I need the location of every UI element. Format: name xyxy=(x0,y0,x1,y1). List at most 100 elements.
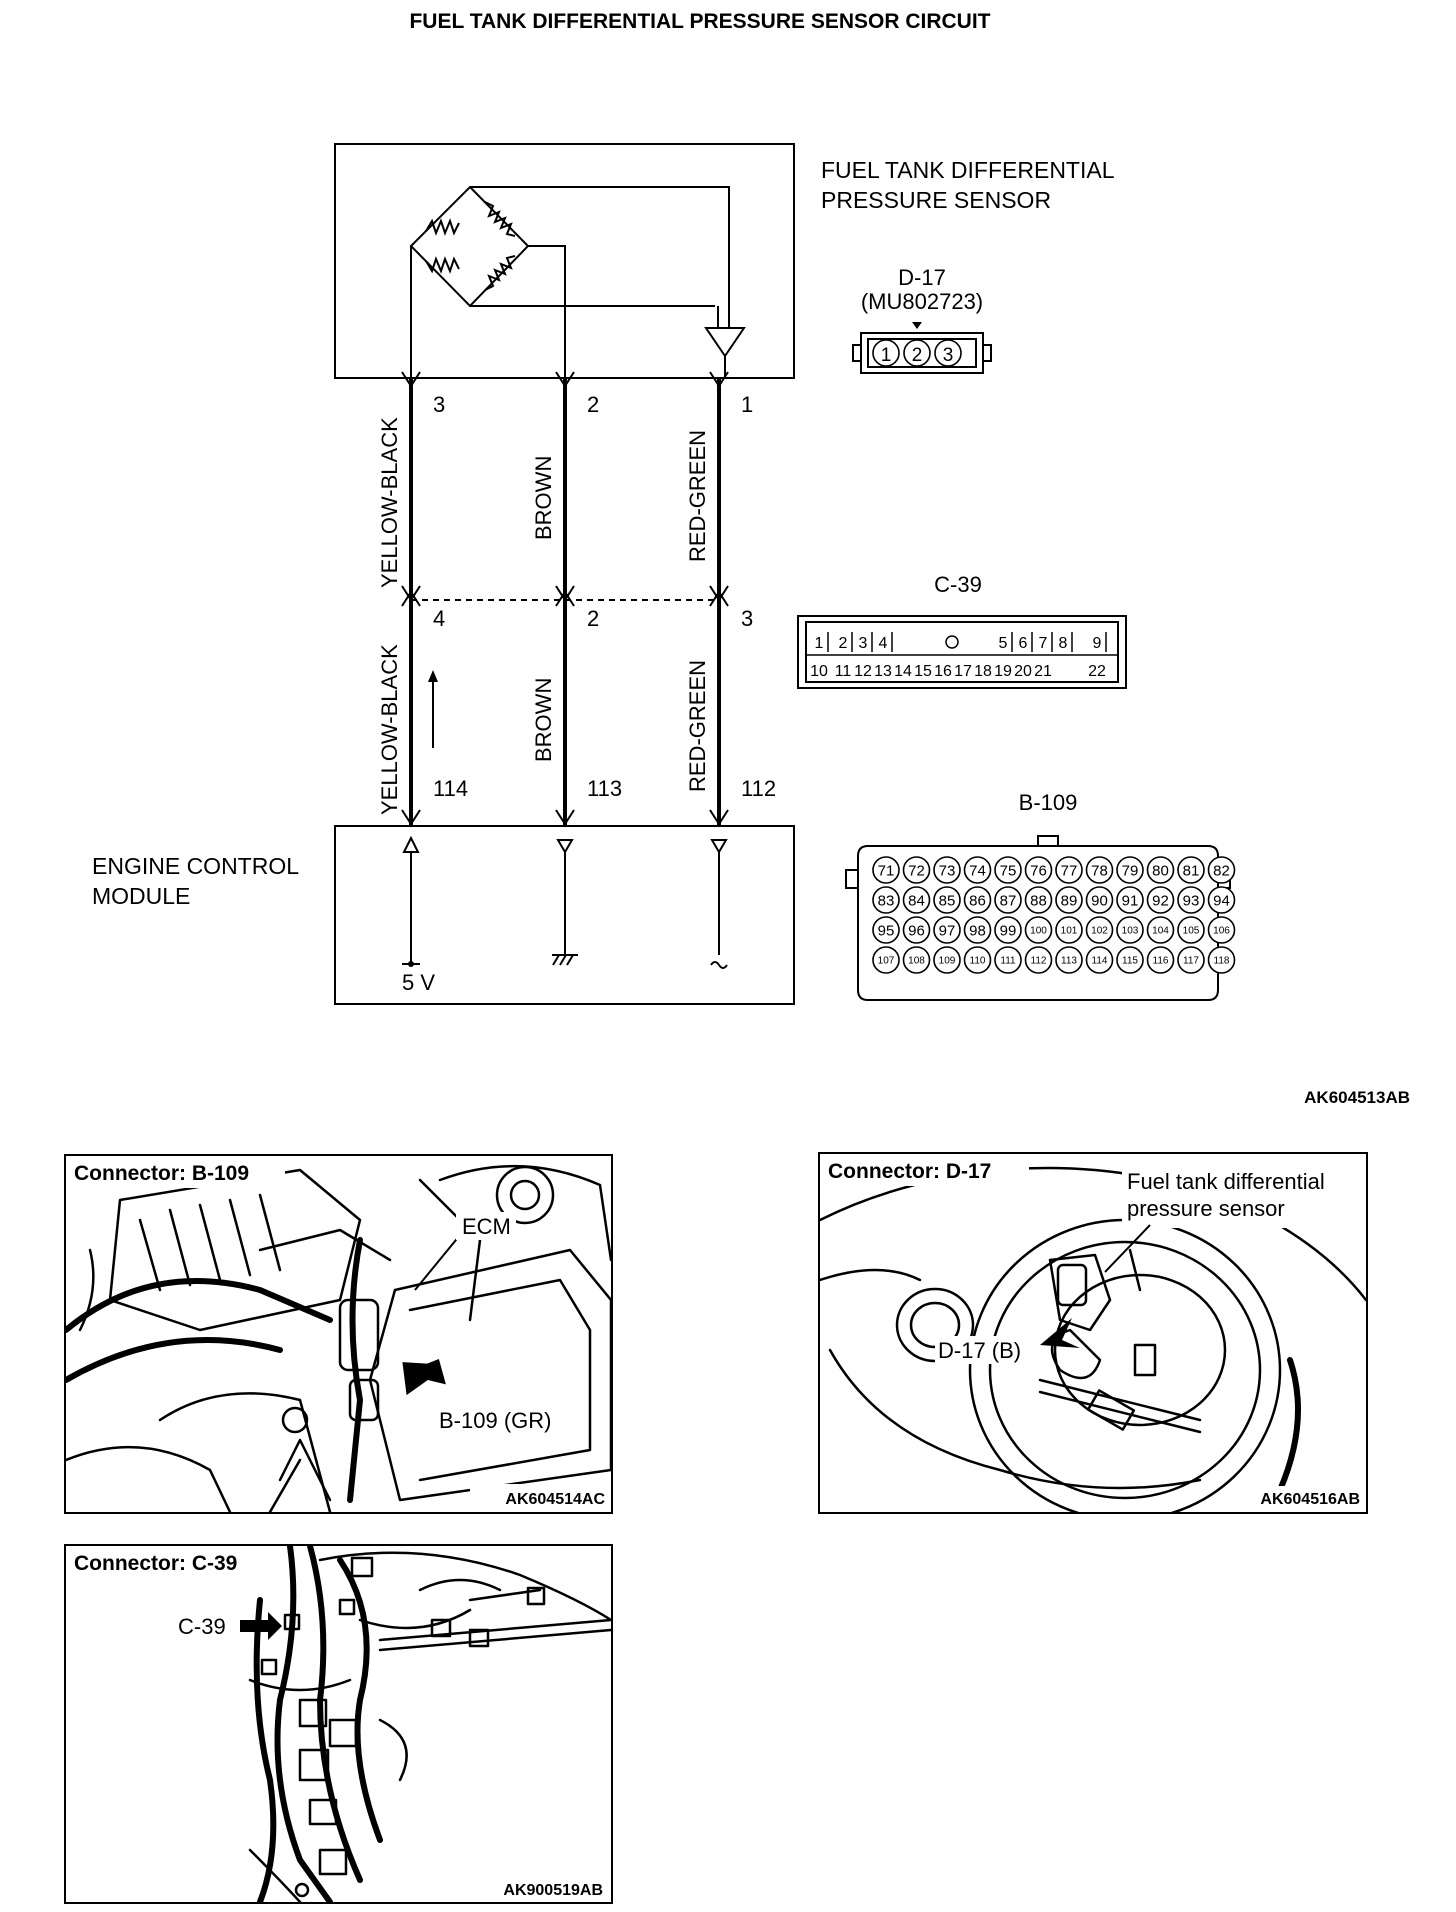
b109-pin xyxy=(1024,916,1053,944)
b109-pin-label: 71 xyxy=(878,862,895,879)
c39-key-hole xyxy=(945,635,959,649)
d17-pin: 3 xyxy=(943,345,954,366)
b109-pin-label: 95 xyxy=(878,922,895,939)
b109-pin xyxy=(1055,916,1083,944)
sensor-pin-number: 1 xyxy=(741,392,753,417)
diagram-code: AK604513AB xyxy=(1304,1088,1410,1107)
b109-pin-label: 109 xyxy=(939,956,956,967)
b109-pin-label: 100 xyxy=(1030,926,1047,937)
photo-c39-code: AK900519AB xyxy=(503,1882,603,1899)
b109-pin-label: 97 xyxy=(939,922,956,939)
c39-pin-label: 10 xyxy=(810,663,828,680)
c39-pin-label: 11 xyxy=(835,663,852,680)
c39-pin-number: 4 xyxy=(433,606,445,631)
b109-pin xyxy=(1146,916,1175,944)
b109-pin xyxy=(1177,886,1205,914)
b109-pin-label: 101 xyxy=(1061,926,1078,937)
c39-pin-label: 13 xyxy=(874,663,892,680)
wire-color-label: RED-GREEN xyxy=(685,430,710,562)
c39-pin-label: 5 xyxy=(999,635,1008,652)
b109-pin xyxy=(933,946,961,974)
sensor-label: PRESSURE SENSOR xyxy=(821,187,1051,213)
c39-pin-label: 4 xyxy=(879,635,888,652)
c39-pin-label: 14 xyxy=(894,663,912,680)
sensor-label: FUEL TANK DIFFERENTIAL xyxy=(821,157,1115,183)
photo-panel-c39 xyxy=(64,1544,613,1904)
ecm-pin-number: 114 xyxy=(433,776,468,801)
b109-pin-label: 98 xyxy=(969,922,986,939)
b109-pin xyxy=(994,886,1022,914)
ecm-label: MODULE xyxy=(92,883,190,909)
b109-pin xyxy=(994,916,1022,944)
b109-pin-label: 118 xyxy=(1214,956,1230,967)
b109-pin xyxy=(1116,886,1144,914)
b109-pin xyxy=(933,856,961,884)
b109-pin-label: 107 xyxy=(878,956,895,967)
photo-d17-title: Connector: D-17 xyxy=(828,1160,991,1183)
b109-pin xyxy=(902,856,931,884)
b109-pin xyxy=(1116,916,1144,944)
wire-color-label: BROWN xyxy=(531,678,556,762)
b109-pin xyxy=(1146,946,1175,974)
b109-pin xyxy=(963,886,992,914)
b109-pin xyxy=(1207,916,1236,944)
b109-pin xyxy=(872,886,900,914)
b109-pin xyxy=(1116,946,1144,974)
b109-pin-label: 81 xyxy=(1183,862,1200,879)
b109-pin-label: 94 xyxy=(1213,892,1230,909)
b109-pin-label: 102 xyxy=(1091,926,1108,937)
harness-wires xyxy=(401,371,729,826)
b109-pin xyxy=(1055,856,1083,884)
b109-pin xyxy=(902,946,931,974)
b109-pin xyxy=(963,916,992,944)
b109-pin-label: 84 xyxy=(908,892,925,909)
b109-pin xyxy=(1207,886,1236,914)
b109-pin xyxy=(1207,856,1236,884)
b109-pin-label: 78 xyxy=(1091,862,1108,879)
b109-pin xyxy=(1177,916,1205,944)
b109-pin xyxy=(1085,886,1114,914)
b109-pin xyxy=(872,856,900,884)
b109-pin xyxy=(994,856,1022,884)
b109-pin xyxy=(963,946,992,974)
ecm-voltage-label: 5 V xyxy=(402,970,435,995)
c39-pin-label: 16 xyxy=(934,663,952,680)
sensor-pin-number: 3 xyxy=(433,392,445,417)
b109-pin-label: 74 xyxy=(969,862,986,879)
b109-pin xyxy=(902,886,931,914)
b109-pin-label: 72 xyxy=(908,862,925,879)
b109-pin-label: 77 xyxy=(1061,862,1078,879)
photo-b109-code: AK604514AC xyxy=(505,1491,605,1508)
b109-pin-label: 79 xyxy=(1122,862,1139,879)
b109-pin xyxy=(1116,856,1144,884)
c39-pin-label: 7 xyxy=(1039,635,1048,652)
b109-pin xyxy=(1085,946,1114,974)
ecm-label: ENGINE CONTROL xyxy=(92,853,299,879)
b109-pin-label: 111 xyxy=(1000,956,1016,967)
b109-pin-label: 103 xyxy=(1122,926,1139,937)
wire-color-label: YELLOW-BLACK xyxy=(377,417,402,588)
b109-pin xyxy=(963,856,992,884)
c39-pin-label: 1 xyxy=(815,635,824,652)
ecm-internal-circuit xyxy=(402,835,728,969)
c39-pin-label: 18 xyxy=(974,663,992,680)
b109-pin-label: 115 xyxy=(1122,956,1138,967)
b109-pin xyxy=(1177,856,1205,884)
wire-color-label: RED-GREEN xyxy=(685,660,710,792)
connector-c39-face xyxy=(797,615,1127,689)
b109-pin-label: 80 xyxy=(1152,862,1169,879)
c39-pin-label: 20 xyxy=(1014,663,1032,680)
b109-pin-label: 113 xyxy=(1061,956,1077,967)
photo-d17-code: AK604516AB xyxy=(1260,1491,1360,1508)
b109-pin xyxy=(1085,916,1114,944)
b109-pin-label: 96 xyxy=(908,922,925,939)
b109-pin-label: 75 xyxy=(1000,862,1017,879)
b109-pin-label: 87 xyxy=(1000,892,1017,909)
b109-pin xyxy=(933,916,961,944)
page-title: FUEL TANK DIFFERENTIAL PRESSURE SENSOR C… xyxy=(409,10,990,33)
photo-d17-callout-sensor: Fuel tank differential xyxy=(1127,1169,1325,1194)
b109-pin xyxy=(1055,946,1083,974)
